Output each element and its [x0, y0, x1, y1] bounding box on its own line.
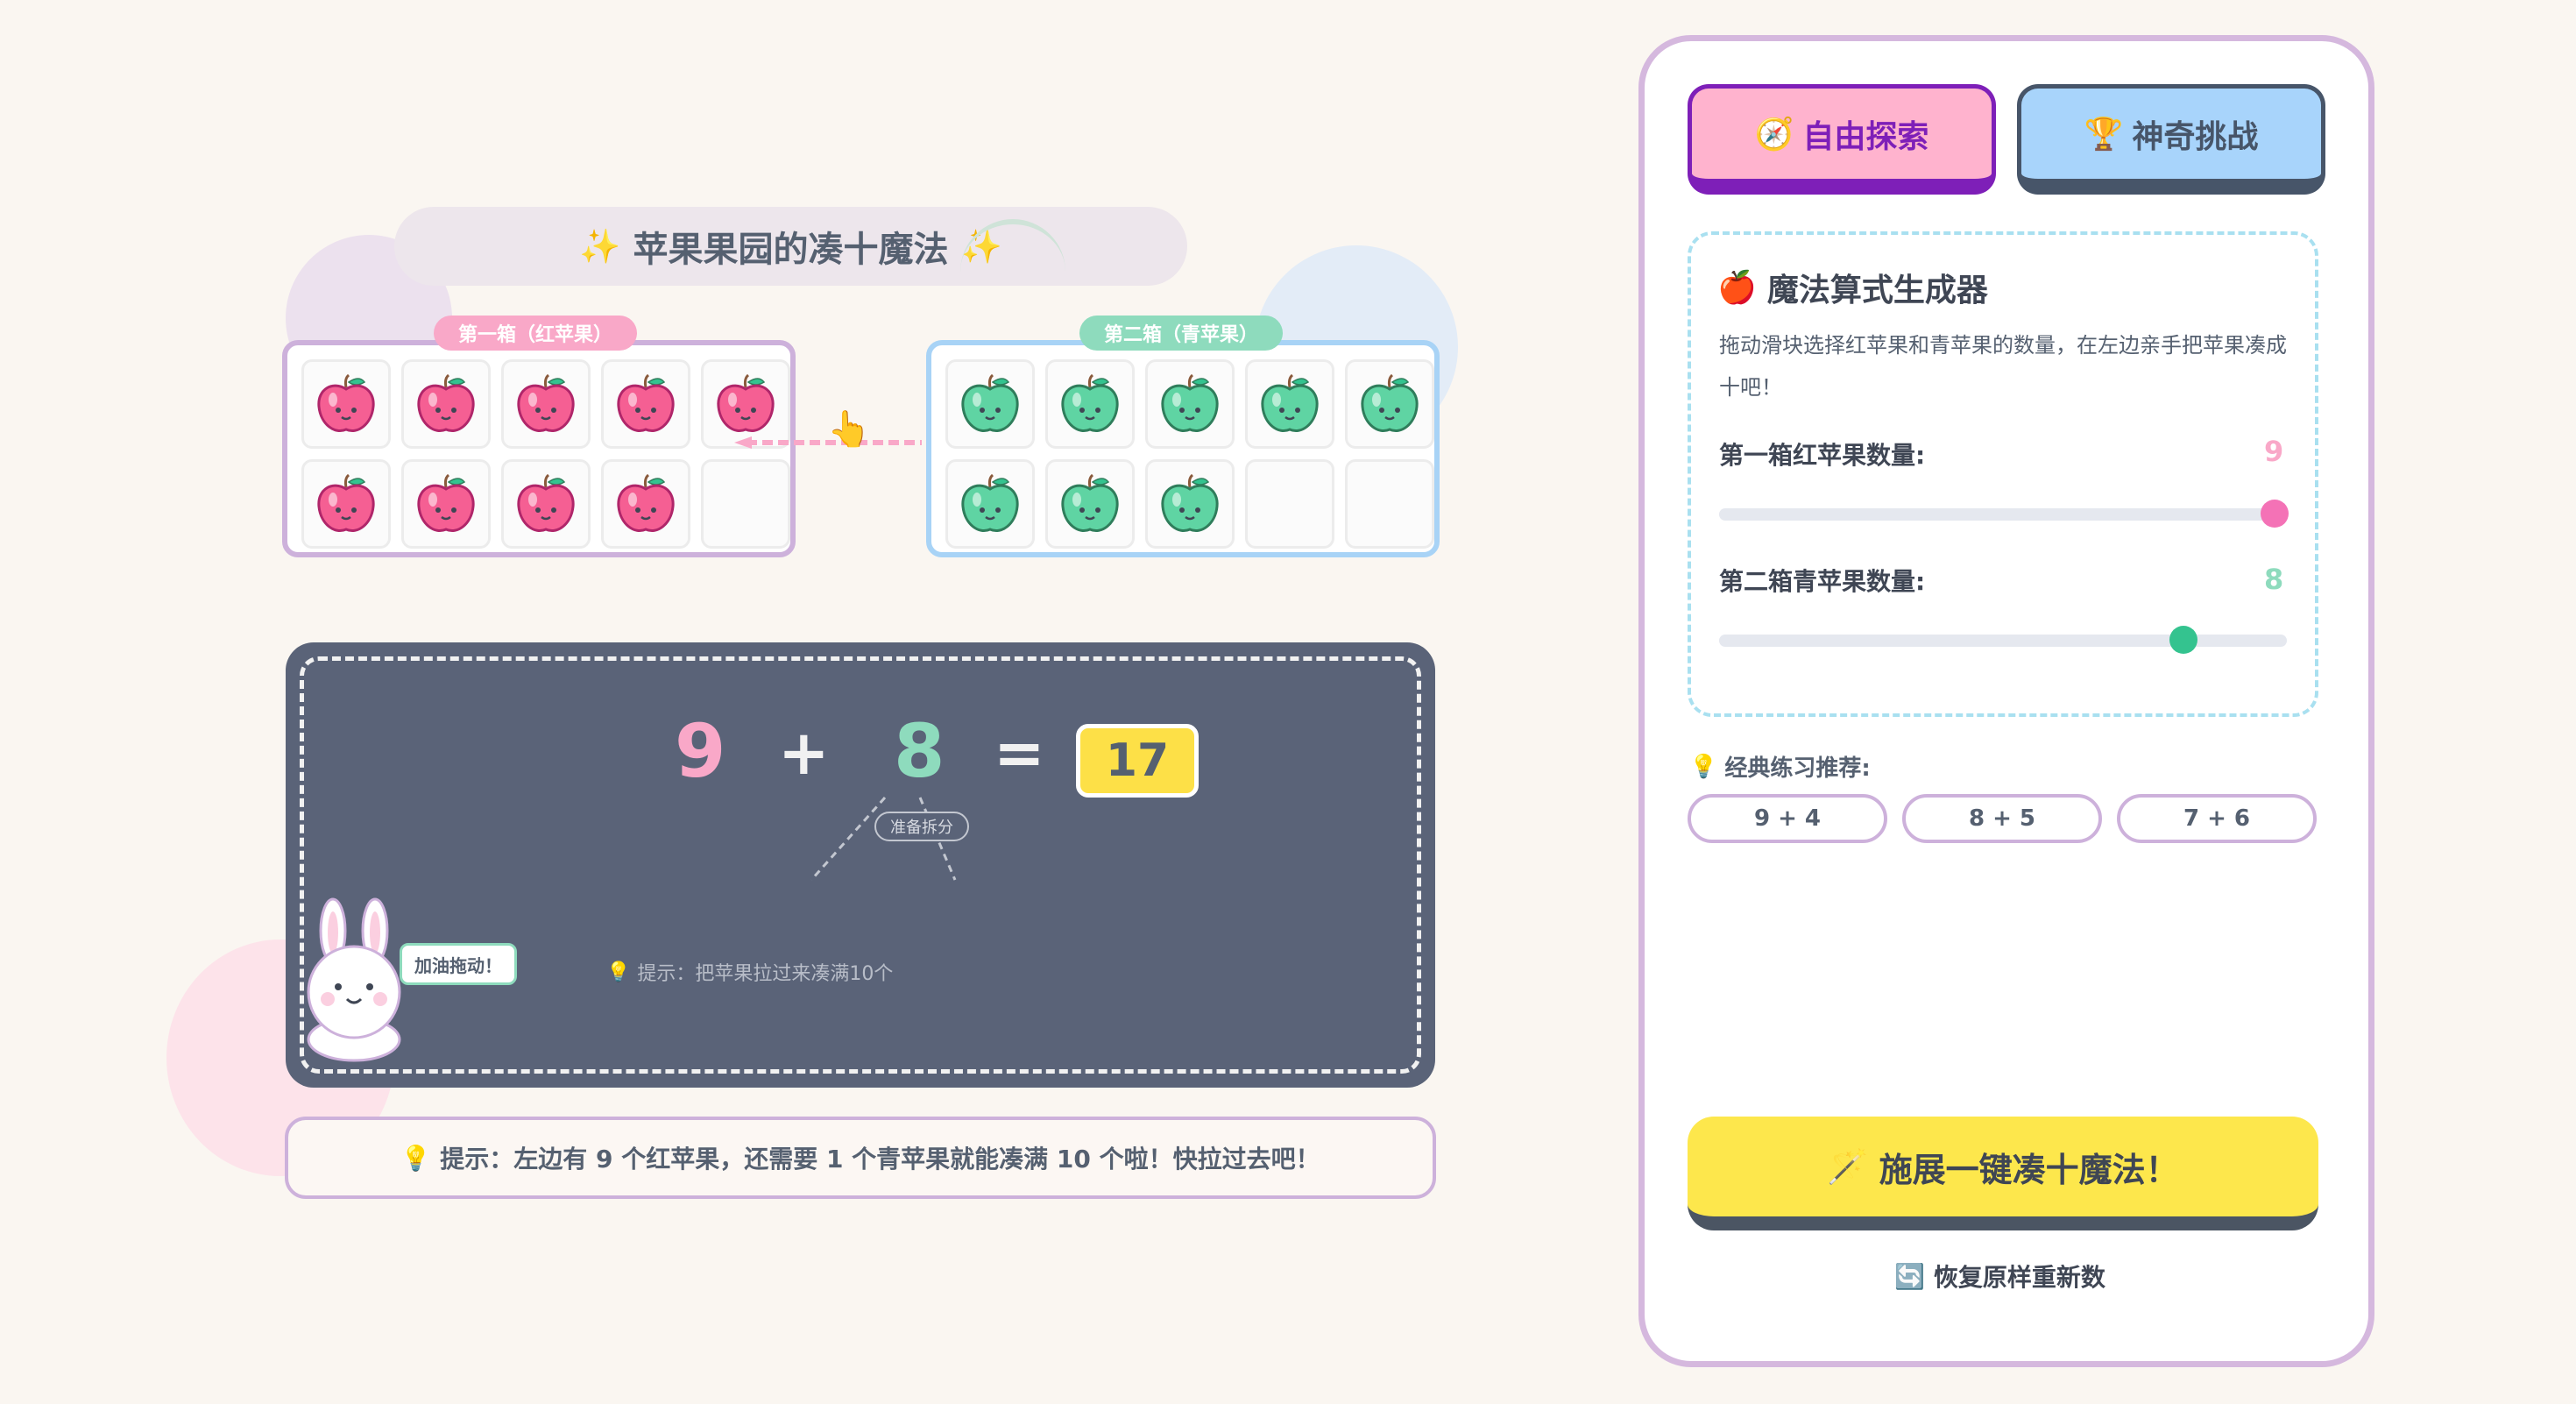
green-apple-icon[interactable]	[1257, 372, 1322, 436]
equation-result: 17	[1076, 724, 1199, 798]
lightbulb-icon: 💡	[606, 961, 631, 983]
reset-label: 恢复原样重新数	[1933, 1263, 2105, 1292]
green-apple-icon[interactable]	[1058, 472, 1122, 536]
red-apple-cell[interactable]	[501, 459, 591, 549]
hint-bar-text: 提示：左边有 9 个红苹果，还需要 1 个青苹果就能凑满 10 个啦！快拉过去吧…	[440, 1145, 1320, 1174]
board-dashed-frame	[300, 656, 1421, 1074]
green-apple-icon[interactable]	[1058, 372, 1122, 436]
green-apple-icon[interactable]	[1357, 372, 1422, 436]
red-apple-icon[interactable]	[513, 472, 578, 536]
empty-slot[interactable]	[701, 459, 790, 549]
magic-make-ten-button[interactable]: 🪄 施展一键凑十魔法！	[1688, 1117, 2318, 1230]
lightbulb-icon: 💡	[1689, 753, 1718, 780]
page-title-text: 苹果果园的凑十魔法	[633, 230, 949, 270]
equation-generator-box	[1688, 231, 2318, 717]
red-apple-icon[interactable]	[513, 372, 578, 436]
green-apple-icon[interactable]	[958, 372, 1023, 436]
bunny-mascot-icon	[307, 897, 401, 1062]
green-apple-icon[interactable]	[958, 472, 1023, 536]
red-apple-icon[interactable]	[613, 472, 678, 536]
green-count-slider-handle[interactable]	[2169, 626, 2197, 654]
board-hint-text: 提示：把苹果拉过来凑满10个	[637, 963, 894, 985]
green-apple-icon[interactable]	[1157, 372, 1222, 436]
red-apple-icon[interactable]	[613, 372, 678, 436]
green-apple-cell[interactable]	[1045, 359, 1135, 449]
green-apple-cell[interactable]	[1145, 359, 1235, 449]
page-title: ✨ 苹果果园的凑十魔法 ✨	[394, 207, 1187, 286]
practice-chip-9-4[interactable]: 9 + 4	[1688, 794, 1887, 843]
red-apple-cell[interactable]	[501, 359, 591, 449]
magic-wand-icon: 🪄	[1827, 1146, 1869, 1186]
green-count-slider-track[interactable]	[1719, 635, 2287, 647]
green-apple-cell[interactable]	[1045, 459, 1135, 549]
generator-title-text: 魔法算式生成器	[1766, 273, 1988, 308]
green-apple-cell[interactable]	[1245, 359, 1334, 449]
trophy-icon: 🏆	[2084, 116, 2124, 152]
equation-plus: +	[778, 717, 830, 789]
red-apple-icon[interactable]	[314, 472, 379, 536]
split-label: 准备拆分	[874, 812, 969, 841]
red-apple-cell[interactable]	[401, 359, 491, 449]
red-count-slider-handle[interactable]	[2261, 500, 2289, 528]
red-apple-icon[interactable]	[414, 472, 478, 536]
red-apple-cell[interactable]	[601, 359, 690, 449]
red-apple-icon[interactable]	[414, 372, 478, 436]
generator-description: 拖动滑块选择红苹果和青苹果的数量，在左边亲手把苹果凑成十吧！	[1719, 333, 2287, 400]
green-apple-box[interactable]	[926, 340, 1440, 557]
green-apple-cell[interactable]	[945, 459, 1035, 549]
refresh-icon: 🔄	[1894, 1261, 1925, 1291]
compass-icon: 🧭	[1754, 116, 1794, 152]
tab-magic-challenge[interactable]: 🏆 神奇挑战	[2017, 84, 2325, 195]
reset-button[interactable]: 🔄 恢复原样重新数	[1894, 1259, 2105, 1294]
red-apple-cell[interactable]	[301, 359, 391, 449]
equation-addend-b: 8	[894, 708, 945, 794]
red-apple-cell[interactable]	[401, 459, 491, 549]
green-apple-cell[interactable]	[1145, 459, 1235, 549]
red-count-slider-track[interactable]	[1719, 508, 2287, 521]
red-apple-icon[interactable]	[314, 372, 379, 436]
bunny-speech-bubble: 加油拖动！	[400, 943, 517, 985]
classic-practice-title: 💡 经典练习推荐:	[1689, 750, 1871, 783]
tab-free-explore[interactable]: 🧭 自由探索	[1688, 84, 1996, 195]
red-count-label: 第一箱红苹果数量:	[1719, 441, 1926, 470]
red-apple-icon[interactable]	[713, 372, 778, 436]
equation-equals: =	[994, 717, 1045, 789]
green-count-value: 8	[2264, 563, 2284, 596]
green-apple-cell[interactable]	[1345, 359, 1434, 449]
magic-make-ten-label: 施展一键凑十魔法！	[1879, 1150, 2179, 1189]
practice-chip-7-6[interactable]: 7 + 6	[2117, 794, 2317, 843]
equation-addend-a: 9	[675, 708, 726, 794]
green-apple-icon[interactable]	[1157, 472, 1222, 536]
board-hint: 💡 提示：把苹果拉过来凑满10个	[606, 958, 893, 986]
decor-arc	[960, 219, 1065, 272]
pointing-hand-icon: 👆	[827, 409, 871, 450]
red-apple-cell[interactable]	[701, 359, 790, 449]
empty-slot[interactable]	[1245, 459, 1334, 549]
red-apple-box[interactable]	[282, 340, 796, 557]
empty-slot[interactable]	[1345, 459, 1434, 549]
drag-arrow-icon	[734, 436, 922, 449]
red-box-label: 第一箱（红苹果）	[434, 316, 638, 351]
lightbulb-icon: 💡	[400, 1143, 432, 1173]
hint-bar: 💡 提示：左边有 9 个红苹果，还需要 1 个青苹果就能凑满 10 个啦！快拉过…	[285, 1117, 1436, 1199]
tab-magic-challenge-label: 神奇挑战	[2132, 118, 2259, 155]
red-apple-cell[interactable]	[301, 459, 391, 549]
apple-icon: 🍎	[1717, 270, 1757, 306]
green-box-label: 第二箱（青苹果）	[1079, 316, 1284, 351]
generator-title: 🍎 魔法算式生成器	[1717, 265, 1988, 310]
green-apple-cell[interactable]	[945, 359, 1035, 449]
red-apple-cell[interactable]	[601, 459, 690, 549]
classic-practice-title-text: 经典练习推荐:	[1724, 755, 1871, 782]
sparkle-icon: ✨	[579, 226, 621, 266]
equation-board	[286, 642, 1435, 1088]
practice-chip-8-5[interactable]: 8 + 5	[1902, 794, 2102, 843]
green-count-label: 第二箱青苹果数量:	[1719, 567, 1926, 596]
red-count-value: 9	[2264, 435, 2284, 468]
tab-free-explore-label: 自由探索	[1802, 118, 1929, 155]
split-lines	[810, 797, 957, 881]
